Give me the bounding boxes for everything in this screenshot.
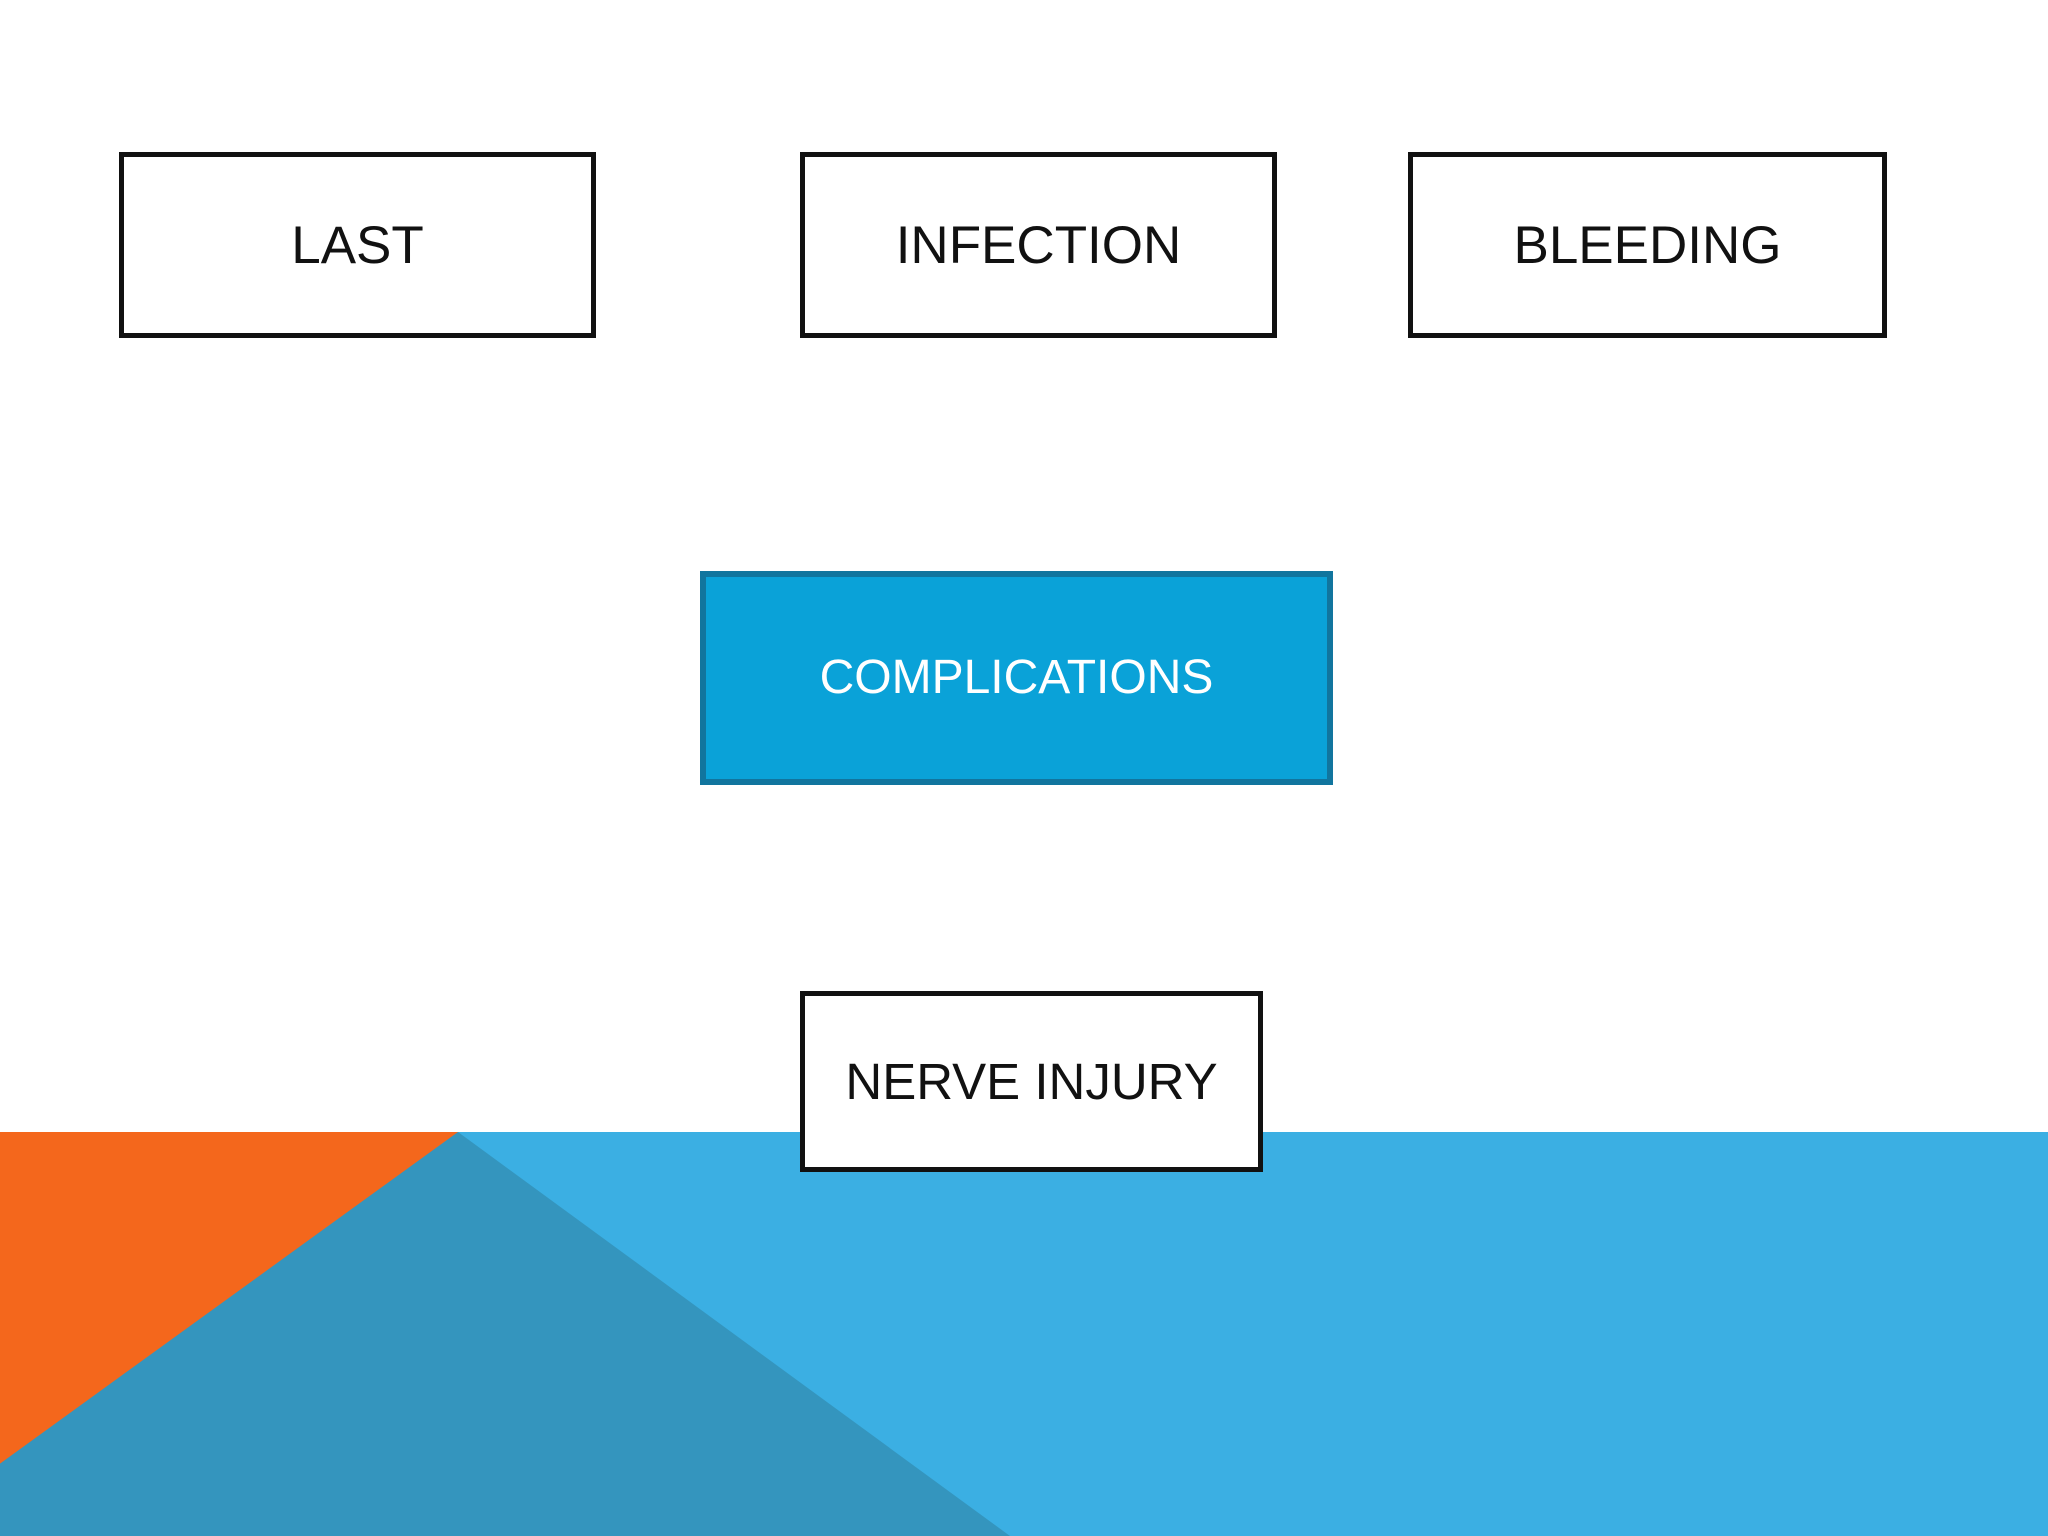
- node-last-label: LAST: [291, 215, 424, 275]
- node-infection[interactable]: INFECTION: [800, 152, 1277, 338]
- node-bleeding-label: BLEEDING: [1513, 215, 1782, 275]
- node-nerve-injury-label: NERVE INJURY: [845, 1053, 1218, 1110]
- node-infection-label: INFECTION: [895, 215, 1182, 275]
- band-triangle-shape: [0, 1132, 1010, 1536]
- node-bleeding[interactable]: BLEEDING: [1408, 152, 1887, 338]
- node-nerve-injury[interactable]: NERVE INJURY: [800, 991, 1263, 1172]
- node-complications[interactable]: COMPLICATIONS: [700, 571, 1333, 785]
- node-last[interactable]: LAST: [119, 152, 596, 338]
- node-complications-label: COMPLICATIONS: [819, 651, 1214, 704]
- decorative-band: [0, 1132, 2048, 1536]
